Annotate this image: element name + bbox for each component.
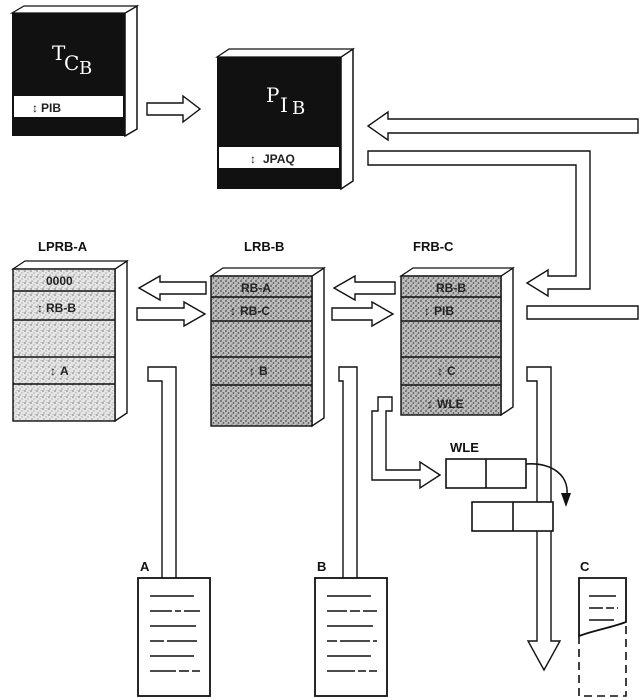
lprb-a-front-face (12, 268, 116, 422)
tcb-pointer-icon: ↕ (32, 101, 38, 115)
lrb-b-to-frb-c-arrow (331, 300, 395, 328)
pib-to-frb-c-loop-arrow (367, 150, 591, 298)
frb-c-front-face (400, 275, 502, 416)
tcb-side-face (124, 4, 138, 138)
pib-title-sub: I (280, 93, 288, 117)
document-c (578, 577, 627, 697)
frb-c-cell-3-pointer-icon: ↕ (437, 364, 443, 378)
frb-c-top-face (399, 267, 515, 277)
lrb-b-top-face (209, 267, 326, 277)
lprb-a-to-lrb-b-arrow (136, 300, 207, 328)
frb-c-side-face (500, 266, 514, 417)
pib-side-face (340, 47, 354, 191)
document-b (314, 577, 388, 697)
pib-field-label: JPAQ (263, 152, 295, 166)
pib-top-face (215, 48, 355, 58)
lrb-b-stack: RB-A ↕ RB-C ↕ B (209, 266, 326, 428)
lrb-b-label: LRB-B (244, 239, 284, 254)
pib-pointer-icon: ↕ (250, 152, 256, 166)
tcb-pib-field (14, 96, 123, 117)
lrb-b-cell-1: RB-C (240, 304, 270, 318)
wle-element-2 (471, 501, 554, 532)
document-b-label: B (317, 559, 326, 574)
lrb-b-cell-0: RB-A (241, 281, 271, 295)
pib-title-sub2: B (292, 98, 305, 119)
tcb-title-main: T (52, 41, 66, 65)
frb-c-cell-0: RB-B (436, 281, 466, 295)
tcb-field-label: PIB (41, 101, 61, 115)
tcb-block: T C B ↕ PIB (9, 4, 140, 138)
frb-c-cell-3: C (447, 364, 456, 378)
tcb-to-pib-arrow (146, 94, 202, 124)
frb-c-to-lrb-b-arrow (332, 274, 396, 302)
lrb-b-cell-3-pointer-icon: ↕ (249, 364, 255, 378)
pib-front-face (217, 57, 341, 189)
lprb-a-label: LPRB-A (38, 239, 88, 254)
wle-chain-arrowhead (561, 493, 571, 507)
tcb-title-sub: C (64, 51, 79, 75)
lprb-a-stack: 0000 ↕ RB-B ↕ A (11, 259, 129, 423)
document-a (137, 577, 211, 697)
lprb-a-cell-3: A (60, 364, 69, 378)
lprb-a-cell-0: 0000 (46, 274, 73, 288)
right-edge-to-pib-arrow (366, 110, 639, 142)
frb-c-stack: RB-B ↕ PIB ↕ C ↕ WLE (399, 266, 515, 417)
tcb-title-sub2: B (79, 58, 92, 79)
lrb-b-front-face (210, 275, 313, 427)
frb-c-cell-1: PIB (434, 304, 454, 318)
lrb-b-cell-1-pointer-icon: ↕ (230, 304, 236, 318)
lprb-a-side-face (114, 259, 128, 423)
document-a-label: A (140, 559, 150, 574)
pib-jpaq-field (219, 147, 339, 168)
frb-c-to-wle-arrow (371, 396, 442, 490)
lprb-a-cell-1-pointer-icon: ↕ (37, 301, 43, 315)
pib-title-main: P (266, 83, 279, 107)
frb-c-cell-1-pointer-icon: ↕ (424, 304, 430, 318)
frb-c-to-right-edge-arrow (526, 305, 639, 320)
frb-c-label: FRB-C (413, 239, 454, 254)
lrb-b-side-face (311, 266, 325, 428)
document-c-label: C (580, 559, 590, 574)
frb-c-cell-4-pointer-icon: ↕ (427, 397, 433, 411)
wle-element-1 (445, 458, 527, 489)
lprb-a-top-face (11, 260, 129, 270)
wle-label: WLE (450, 440, 479, 455)
lprb-a-cell-3-pointer-icon: ↕ (50, 364, 56, 378)
pib-block: P I B ↕ JPAQ (215, 47, 355, 191)
frb-c-cell-4: WLE (437, 397, 464, 411)
lrb-b-to-lprb-a-arrow (137, 274, 207, 302)
lprb-a-cell-1: RB-B (46, 301, 76, 315)
lrb-b-cell-3: B (259, 364, 268, 378)
tcb-top-face (9, 5, 140, 14)
